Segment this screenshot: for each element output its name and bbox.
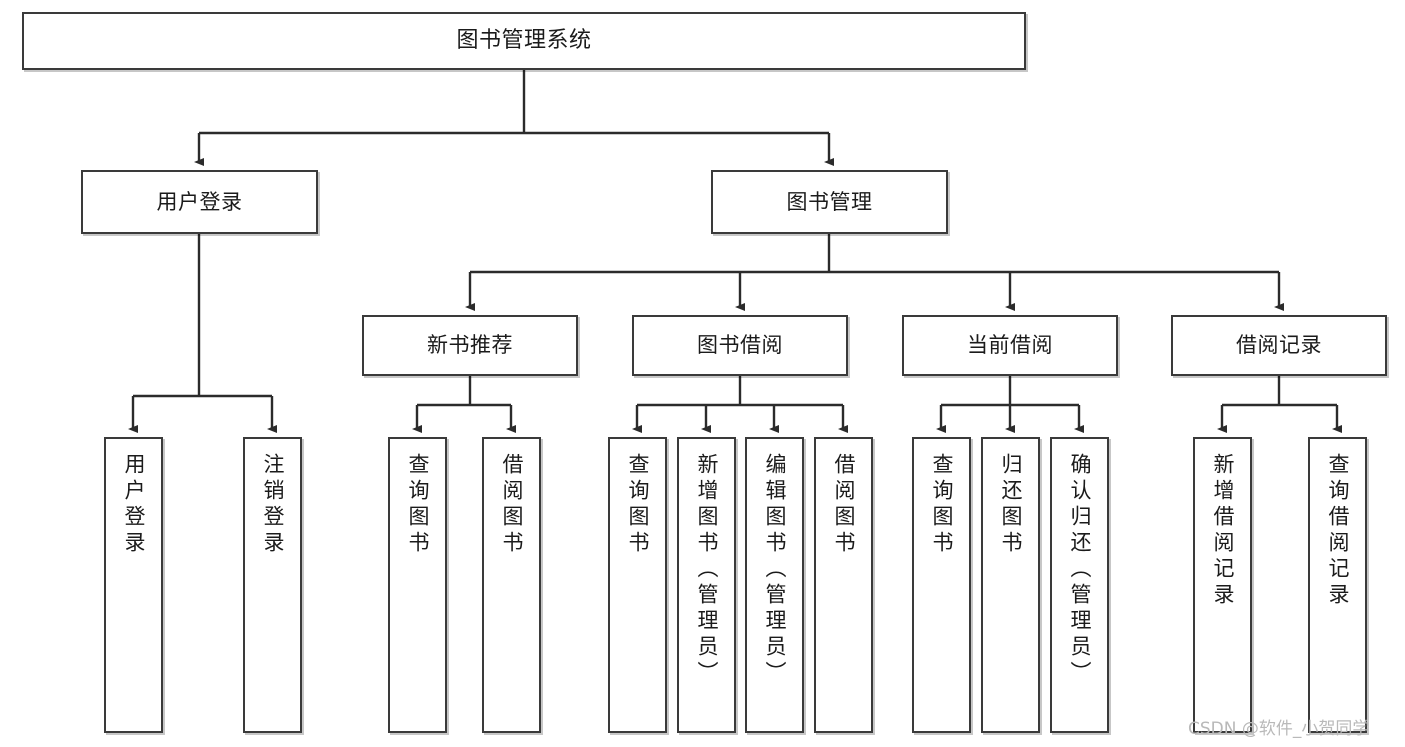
node-book-borrow[interactable]: 图书借阅 [632,315,848,376]
node-leaf-borrow-book-2[interactable]: 借阅图书 [814,437,873,733]
node-leaf-query-book-3[interactable]: 查询图书 [912,437,971,733]
node-current-borrow[interactable]: 当前借阅 [902,315,1118,376]
node-leaf-logout[interactable]: 注销登录 [243,437,302,733]
node-leaf-user-login-label: 用户登录 [122,453,146,557]
node-leaf-add-record-label: 新增借阅记录 [1211,453,1235,609]
node-leaf-query-record[interactable]: 查询借阅记录 [1308,437,1367,733]
node-current-borrow-label: 当前借阅 [967,333,1053,358]
node-leaf-query-book-2[interactable]: 查询图书 [608,437,667,733]
node-leaf-query-book-1-label: 查询图书 [406,453,430,557]
node-leaf-confirm-return-label: 确认归还（管理员） [1068,453,1092,687]
node-leaf-user-login[interactable]: 用户登录 [104,437,163,733]
node-leaf-borrow-book-2-label: 借阅图书 [832,453,856,557]
node-book-management-label: 图书管理 [786,189,873,214]
node-borrow-record-label: 借阅记录 [1236,333,1322,358]
node-leaf-query-record-label: 查询借阅记录 [1326,453,1350,609]
node-leaf-borrow-book-1[interactable]: 借阅图书 [482,437,541,733]
node-leaf-return-book-label: 归还图书 [999,453,1023,557]
csdn-watermark: CSDN @软件_小贺同学 [1188,719,1370,739]
node-leaf-edit-book-label: 编辑图书（管理员） [763,453,787,687]
node-new-book-recommend-label: 新书推荐 [427,333,513,358]
node-user-login-label: 用户登录 [156,189,243,214]
node-book-management[interactable]: 图书管理 [711,170,948,234]
node-root-system[interactable]: 图书管理系统 [22,12,1026,70]
node-leaf-borrow-book-1-label: 借阅图书 [500,453,524,557]
node-leaf-logout-label: 注销登录 [261,453,285,557]
node-leaf-add-record[interactable]: 新增借阅记录 [1193,437,1252,733]
node-leaf-edit-book[interactable]: 编辑图书（管理员） [745,437,804,733]
node-new-book-recommend[interactable]: 新书推荐 [362,315,578,376]
node-leaf-add-book-label: 新增图书（管理员） [695,453,719,687]
node-root-system-label: 图书管理系统 [456,28,592,54]
node-book-borrow-label: 图书借阅 [697,333,783,358]
node-user-login[interactable]: 用户登录 [81,170,318,234]
node-leaf-query-book-3-label: 查询图书 [930,453,954,557]
node-leaf-add-book[interactable]: 新增图书（管理员） [677,437,736,733]
node-borrow-record[interactable]: 借阅记录 [1171,315,1387,376]
node-leaf-query-book-2-label: 查询图书 [626,453,650,557]
node-leaf-return-book[interactable]: 归还图书 [981,437,1040,733]
node-leaf-query-book-1[interactable]: 查询图书 [388,437,447,733]
node-leaf-confirm-return[interactable]: 确认归还（管理员） [1050,437,1109,733]
